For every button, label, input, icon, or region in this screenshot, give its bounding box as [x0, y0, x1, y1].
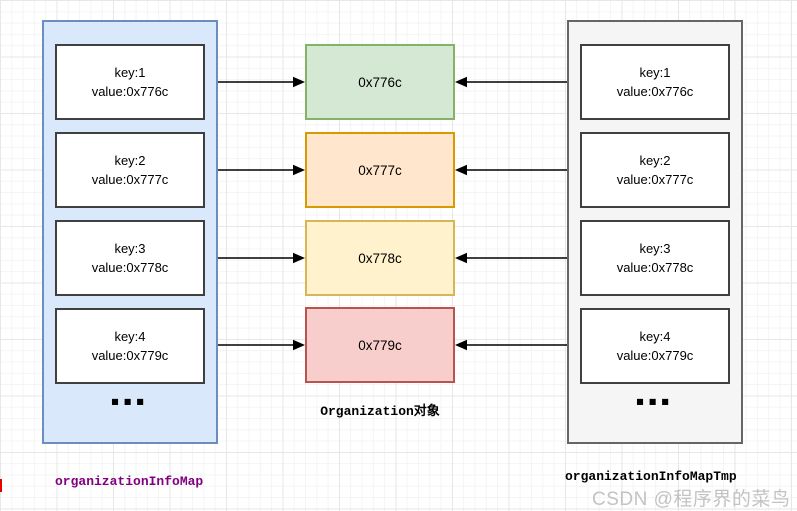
- entry-value: value:0x779c: [91, 348, 169, 363]
- entry-key: key:3: [114, 241, 146, 256]
- right-map-container: key:1 value:0x776c key:2 value:0x777c ke…: [567, 20, 743, 444]
- left-map-entry-3: key:3 value:0x778c: [55, 220, 205, 296]
- right-map-entry-2: key:2 value:0x777c: [580, 132, 730, 208]
- csdn-watermark: CSDN @程序界的菜鸟: [592, 489, 791, 510]
- right-map-entry-4: key:4 value:0x779c: [580, 308, 730, 384]
- ellipsis-dots: ■■■: [636, 397, 674, 406]
- left-map-entry-4: key:4 value:0x779c: [55, 308, 205, 384]
- right-map-entry-1: key:1 value:0x776c: [580, 44, 730, 120]
- entry-key: key:1: [114, 65, 146, 80]
- ellipsis-dots: ■■■: [111, 397, 149, 406]
- entry-value: value:0x779c: [616, 348, 694, 363]
- entry-key: key:4: [639, 329, 671, 344]
- object-address: 0x776c: [358, 74, 402, 90]
- left-map-entry-2: key:2 value:0x777c: [55, 132, 205, 208]
- right-map-label: organizationInfoMapTmp: [565, 469, 737, 484]
- entry-value: value:0x778c: [91, 260, 169, 275]
- object-address: 0x779c: [358, 337, 402, 353]
- entry-value: value:0x777c: [91, 172, 169, 187]
- entry-value: value:0x776c: [616, 84, 694, 99]
- object-address: 0x777c: [358, 162, 402, 178]
- organization-object-4: 0x779c: [305, 307, 455, 383]
- entry-value: value:0x778c: [616, 260, 694, 275]
- entry-key: key:1: [639, 65, 671, 80]
- left-map-entry-1: key:1 value:0x776c: [55, 44, 205, 120]
- right-map-entry-3: key:3 value:0x778c: [580, 220, 730, 296]
- left-map-label: organizationInfoMap: [55, 474, 204, 489]
- entry-value: value:0x776c: [91, 84, 169, 99]
- objects-column-label: Organization对象: [320, 404, 440, 419]
- entry-value: value:0x777c: [616, 172, 694, 187]
- organization-object-2: 0x777c: [305, 132, 455, 208]
- red-edge-artifact: [0, 479, 2, 492]
- organization-object-1: 0x776c: [305, 44, 455, 120]
- entry-key: key:4: [114, 329, 146, 344]
- entry-key: key:2: [639, 153, 671, 168]
- entry-key: key:2: [114, 153, 146, 168]
- left-map-container: key:1 value:0x776c key:2 value:0x777c ke…: [42, 20, 218, 444]
- object-address: 0x778c: [358, 250, 402, 266]
- organization-object-3: 0x778c: [305, 220, 455, 296]
- entry-key: key:3: [639, 241, 671, 256]
